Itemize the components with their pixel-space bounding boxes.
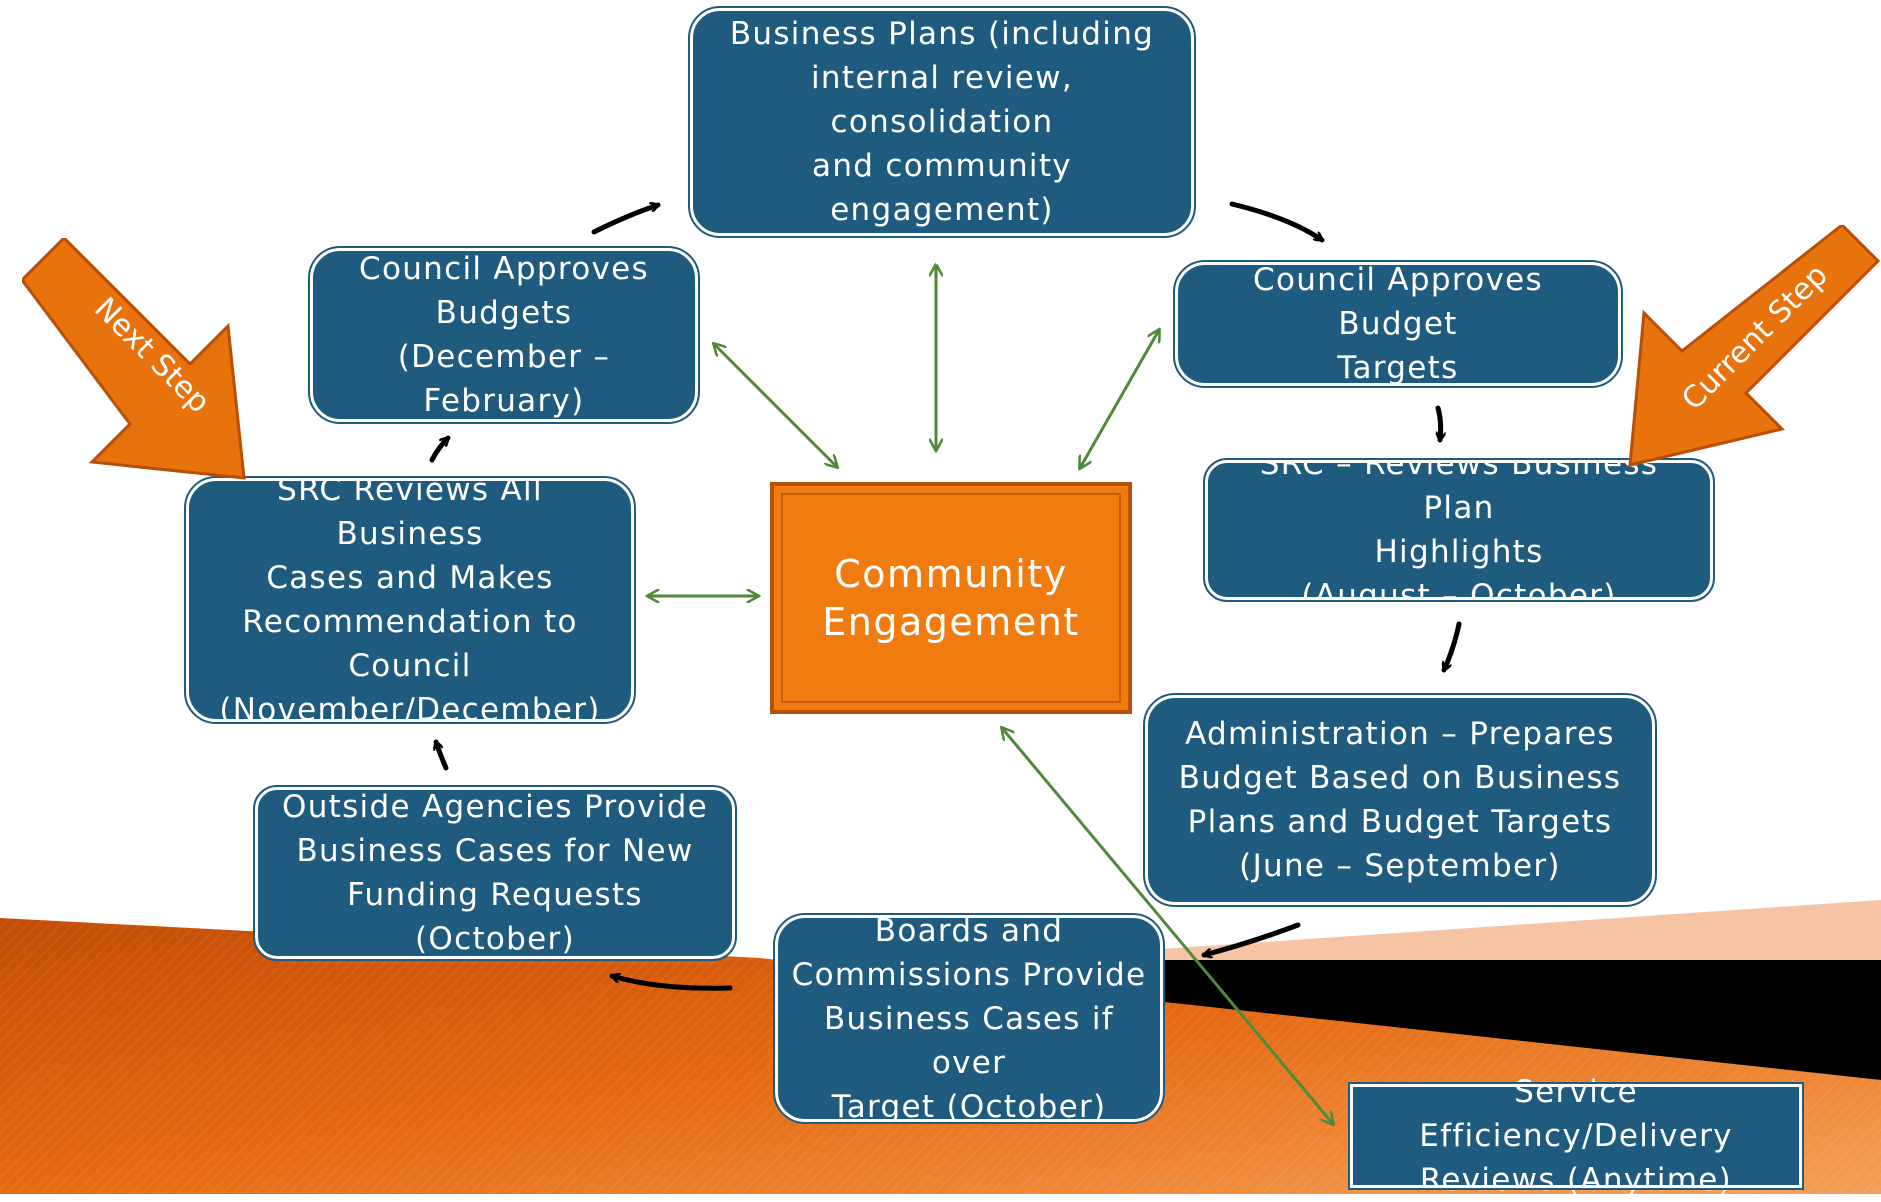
- flow-arrow-1: [591, 205, 658, 235]
- flow-arrow-8: [429, 438, 448, 463]
- flow-arrow-4: [1441, 621, 1462, 670]
- node-council-approves-budgets: Council Approves Budgets (December – Feb…: [308, 246, 700, 424]
- engagement-link-budgets: [714, 344, 837, 467]
- node-admin-prepares-budget: Administration – Prepares Budget Based o…: [1143, 693, 1657, 907]
- node-council-approves-budget-targets: Council Approves Budget Targets: [1173, 260, 1623, 388]
- node-admin-updates-business-plans: Administration – Updates Business Plans …: [688, 0, 1196, 272]
- orange-block-arrow-icon: [20, 235, 246, 480]
- next-step-callout: Next Step: [20, 235, 292, 508]
- flow-arrow-7: [436, 742, 449, 771]
- node-src-reviews-business-plan-highlights: SRC – Reviews Business Plan Highlights (…: [1203, 446, 1715, 614]
- engagement-link-targets: [1080, 330, 1159, 468]
- node-service-efficiency-reviews: Service Efficiency/Delivery Reviews (Any…: [1348, 1074, 1804, 1198]
- flow-arrow-2: [1229, 201, 1322, 243]
- node-boards-commissions: Boards and Commissions Provide Business …: [773, 913, 1165, 1125]
- node-outside-agencies: Outside Agencies Provide Business Cases …: [253, 785, 737, 961]
- node-src-reviews-all-business-cases: SRC Reviews All Business Cases and Makes…: [184, 472, 636, 728]
- flow-arrow-5: [1204, 922, 1301, 955]
- current-step-callout: Current Step: [1620, 222, 1881, 475]
- flow-arrow-3: [1438, 405, 1441, 440]
- flow-arrow-6: [612, 976, 733, 991]
- engagement-link-service: [1002, 728, 1333, 1124]
- orange-block-arrow-icon: [1628, 222, 1881, 467]
- node-community-engagement: Community Engagement: [770, 482, 1132, 714]
